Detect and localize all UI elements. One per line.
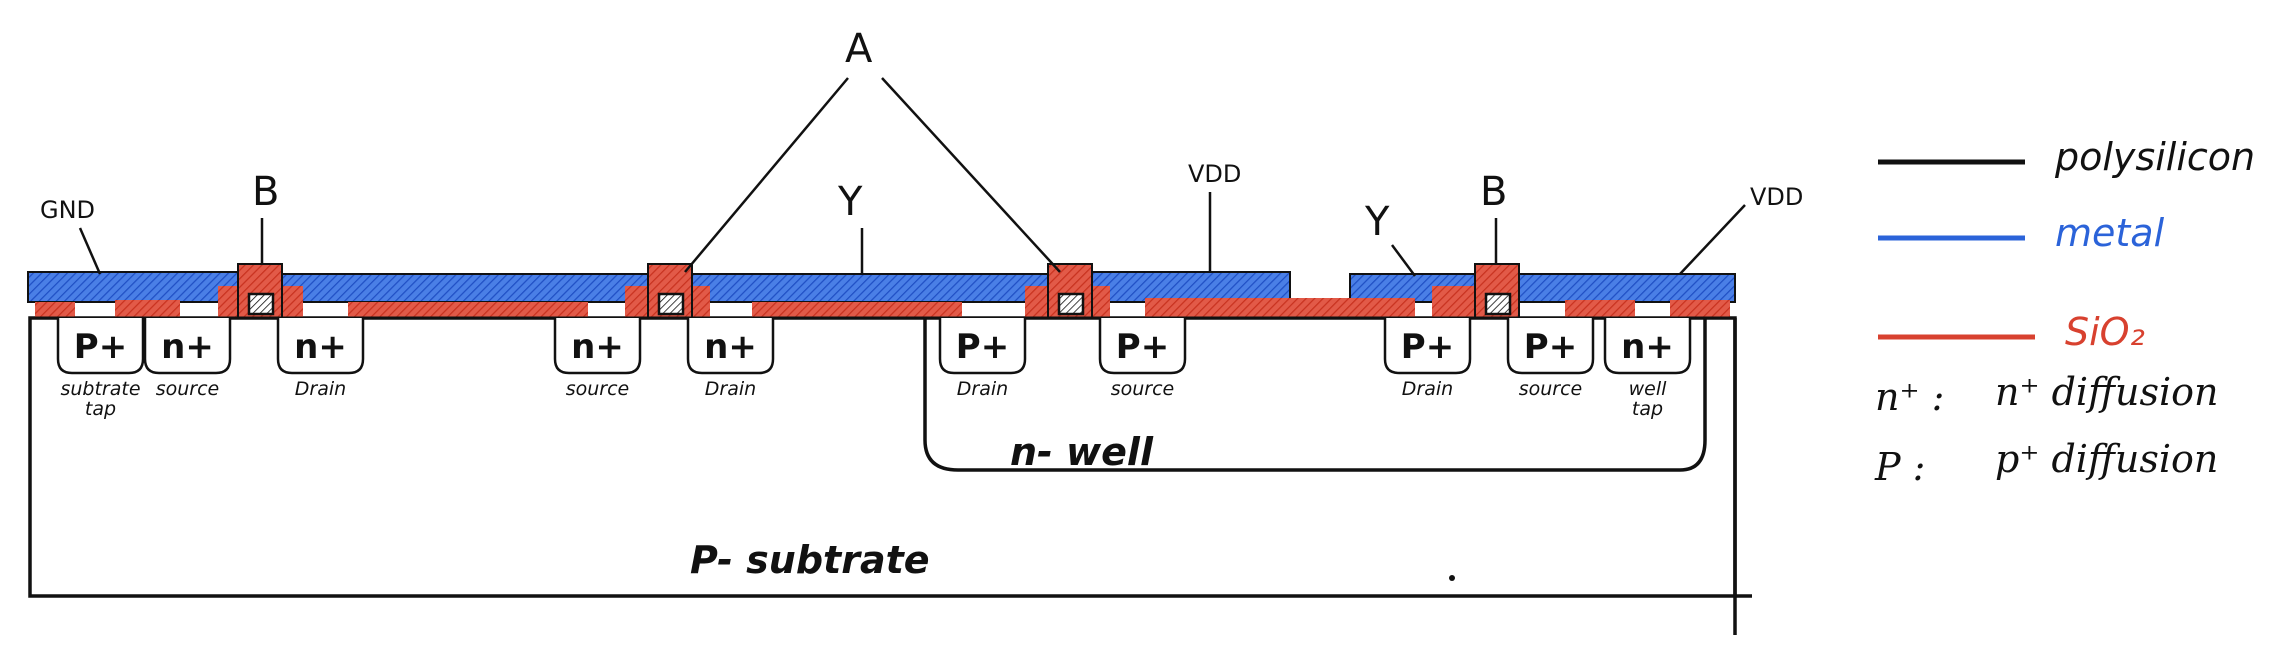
- diffusion-outline: [553, 318, 642, 375]
- legend-oxide-label: SiO₂: [2065, 310, 2145, 354]
- diffusion-regions: P+subtratetapn+sourcen+Drainn+sourcen+Dr…: [56, 318, 1692, 420]
- diffusion-caption-2: tap: [85, 398, 116, 420]
- stray-dot: [1449, 575, 1455, 581]
- label-b-right: B: [1480, 169, 1507, 215]
- label-p-substrate: P- subtrate: [690, 538, 930, 582]
- diffusion-caption: source: [1111, 378, 1175, 400]
- diffusion-6: P+ Drain: [938, 318, 1027, 400]
- legend-ndiff: n⁺ : n⁺ diffusion: [1875, 370, 2219, 419]
- label-b-left: B: [252, 169, 279, 215]
- diffusion-type-label: P+: [1401, 327, 1454, 367]
- diffusion-outline: [56, 318, 145, 375]
- n-well: [923, 318, 1707, 472]
- node-labels: A B B Y Y GND VDD VDD P- subtrate n- wel…: [40, 26, 1803, 582]
- diffusion-outline: [938, 318, 1027, 375]
- diffusion-9: P+ source: [1506, 318, 1595, 400]
- diffusion-8: P+ Drain: [1383, 318, 1472, 400]
- diffusion-type-label: P+: [74, 327, 127, 367]
- legend-metal: metal: [1878, 211, 2165, 255]
- diffusion-caption: subtrate: [60, 378, 140, 400]
- legend-pdiff-key: P :: [1874, 445, 1925, 489]
- diffusion-type-label: n+: [161, 327, 214, 367]
- diffusion-type-label: n+: [1621, 327, 1674, 367]
- diffusion-caption: source: [156, 378, 220, 400]
- diffusion-outline: [1506, 318, 1595, 375]
- label-n-well: n- well: [1010, 430, 1154, 474]
- label-vdd-right: VDD: [1750, 183, 1803, 211]
- label-gnd: GND: [40, 196, 95, 224]
- diffusion-outline: [1098, 318, 1187, 375]
- diffusion-type-label: n+: [571, 327, 624, 367]
- diffusion-caption: source: [566, 378, 630, 400]
- diffusion-3: n+ Drain: [276, 318, 365, 400]
- diffusion-5: n+ Drain: [686, 318, 775, 400]
- diffusion-caption: source: [1519, 378, 1583, 400]
- diffusion-outline: [1383, 318, 1472, 375]
- diffusion-caption: Drain: [957, 378, 1008, 400]
- diffusion-caption: Drain: [705, 378, 756, 400]
- diffusion-caption: well: [1629, 378, 1668, 400]
- legend-pdiff-label: p⁺ diffusion: [1995, 437, 2218, 481]
- diffusion-outline: [276, 318, 365, 375]
- legend-polysilicon-label: polysilicon: [2054, 135, 2255, 179]
- diffusion-caption: Drain: [1402, 378, 1453, 400]
- diffusion-outline: [1603, 318, 1692, 375]
- diffusion-caption-2: tap: [1632, 398, 1663, 420]
- label-vdd-center: VDD: [1188, 160, 1241, 188]
- diffusion-type-label: P+: [956, 327, 1009, 367]
- diffusion-2: n+ source: [143, 318, 232, 400]
- diffusion-4: n+ source: [553, 318, 642, 400]
- label-y-right: Y: [1364, 199, 1390, 245]
- label-a: A: [845, 26, 873, 72]
- diffusion-caption: Drain: [295, 378, 346, 400]
- legend: polysilicon metal SiO₂ n⁺ : n⁺ diffusion…: [1874, 135, 2255, 489]
- legend-polysilicon: polysilicon: [1878, 135, 2255, 179]
- gate-pmos-1: [1047, 263, 1093, 319]
- diffusion-outline: [143, 318, 232, 375]
- legend-pdiff: P : p⁺ diffusion: [1874, 437, 2218, 489]
- legend-ndiff-key: n⁺ :: [1875, 375, 1944, 419]
- gate-nmos-1: [237, 263, 283, 319]
- diffusion-7: P+ source: [1098, 318, 1187, 400]
- diffusion-outline: [686, 318, 775, 375]
- legend-oxide: SiO₂: [1878, 310, 2145, 354]
- diffusion-type-label: P+: [1116, 327, 1169, 367]
- diffusion-type-label: n+: [294, 327, 347, 367]
- diffusion-type-label: n+: [704, 327, 757, 367]
- diffusion-type-label: P+: [1524, 327, 1577, 367]
- legend-ndiff-label: n⁺ diffusion: [1995, 370, 2219, 414]
- label-y-center: Y: [837, 179, 863, 225]
- gate-pmos-2: [1474, 263, 1520, 319]
- legend-metal-label: metal: [2055, 211, 2165, 255]
